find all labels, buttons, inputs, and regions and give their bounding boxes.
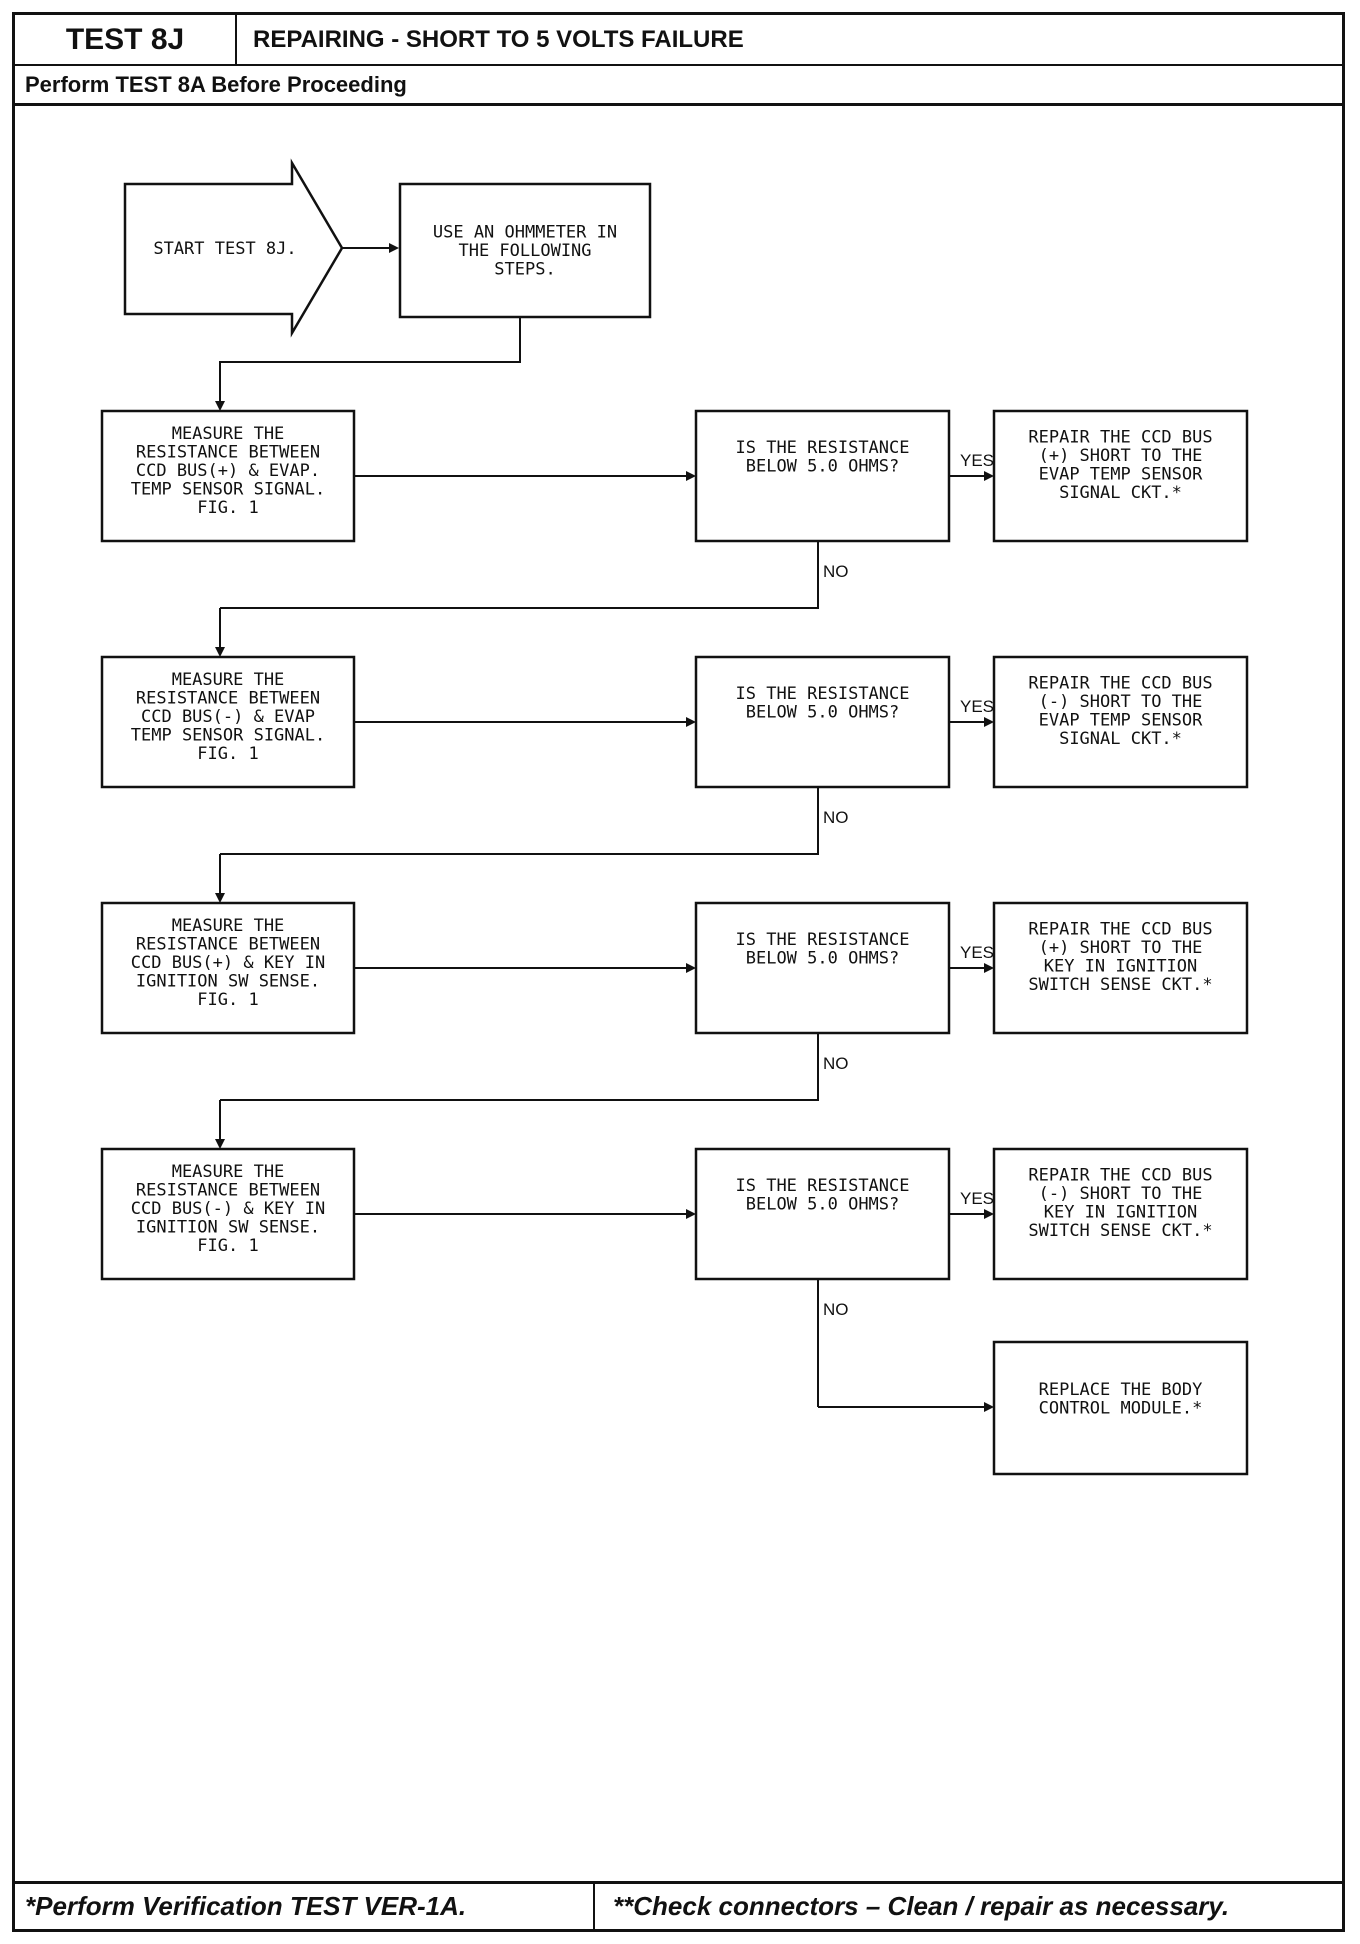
measure-label-line: MEASURE THE: [172, 424, 285, 444]
yes-label: YES: [960, 1189, 994, 1208]
repair-label-line: SWITCH SENSE CKT.*: [1028, 1221, 1212, 1241]
yes-label: YES: [960, 697, 994, 716]
repair-box: [992, 901, 1249, 1035]
no-label: NO: [823, 1300, 849, 1319]
no-connector-arrow-head: [984, 1402, 994, 1412]
repair-label-line: REPAIR THE CCD BUS: [1028, 1165, 1212, 1185]
measure-to-question-arrow-head: [686, 963, 696, 973]
measure-label-line: MEASURE THE: [172, 1162, 285, 1182]
yes-arrow-head: [984, 963, 994, 973]
decision-label-line: BELOW 5.0 OHMS?: [746, 1194, 900, 1214]
measure-label-line: CCD BUS(-) & KEY IN: [131, 1199, 325, 1219]
repair-label-line: KEY IN IGNITION: [1044, 1202, 1198, 1222]
start-label-line: START TEST 8J.: [153, 239, 296, 259]
measure-label-line: FIG. 1: [197, 744, 258, 764]
repair-label-line: SIGNAL CKT.*: [1059, 729, 1182, 749]
repair-label-line: SIGNAL CKT.*: [1059, 483, 1182, 503]
measure-label-line: RESISTANCE BETWEEN: [136, 1181, 320, 1201]
measure-to-question-arrow-head: [686, 1209, 696, 1219]
decision-box: [694, 901, 951, 1035]
no-connector-arrow-head: [215, 893, 225, 903]
repair-label-line: (-) SHORT TO THE: [1039, 1184, 1203, 1204]
measure-to-question-arrow-head: [686, 717, 696, 727]
measure-to-question-arrow-head: [686, 471, 696, 481]
measure-label-line: CCD BUS(+) & KEY IN: [131, 953, 325, 973]
repair-box: [992, 409, 1249, 543]
measure-label-line: CCD BUS(-) & EVAP: [141, 707, 315, 727]
decision-box: [694, 409, 951, 543]
no-connector: [220, 1033, 819, 1101]
test-id: TEST 8J: [15, 15, 237, 66]
measure-box: [100, 1147, 356, 1281]
measure-box: [100, 901, 356, 1035]
repair-label-line: REPAIR THE CCD BUS: [1028, 919, 1212, 939]
decision-label-line: BELOW 5.0 OHMS?: [746, 948, 900, 968]
connector-note: **Check connectors – Clean / repair as n…: [595, 1881, 1342, 1929]
measure-box: [100, 409, 356, 543]
decision-box: [694, 655, 951, 789]
start-connector-head: [389, 243, 399, 253]
no-label: NO: [823, 1054, 849, 1073]
no-connector-arrow-head: [215, 1139, 225, 1149]
measure-label-line: RESISTANCE BETWEEN: [136, 443, 320, 463]
repair-label-line: (+) SHORT TO THE: [1039, 446, 1203, 466]
intro-label-line: THE FOLLOWING: [458, 241, 591, 261]
final-action-label-line: CONTROL MODULE.*: [1039, 1398, 1203, 1418]
yes-arrow-head: [984, 471, 994, 481]
intro-box: [398, 182, 652, 319]
decision-label-line: IS THE RESISTANCE: [736, 684, 910, 704]
final-action-label-line: REPLACE THE BODY: [1039, 1380, 1203, 1400]
repair-label-line: KEY IN IGNITION: [1044, 956, 1198, 976]
decision-label-line: BELOW 5.0 OHMS?: [746, 702, 900, 722]
measure-label-line: MEASURE THE: [172, 670, 285, 690]
repair-label-line: REPAIR THE CCD BUS: [1028, 427, 1212, 447]
no-label: NO: [823, 562, 849, 581]
verification-note: *Perform Verification TEST VER-1A.: [15, 1881, 595, 1929]
no-connector: [220, 541, 819, 609]
yes-label: YES: [960, 451, 994, 470]
start-arrow-shape: [123, 158, 344, 338]
page-title: REPAIRING - SHORT TO 5 VOLTS FAILURE: [237, 15, 1342, 66]
intro-connector-arrow-head: [215, 401, 225, 411]
prerequisite-note: Perform TEST 8A Before Proceeding: [15, 66, 1342, 106]
intro-label-line: STEPS.: [494, 260, 555, 280]
measure-box: [100, 655, 356, 789]
no-connector-arrow-head: [215, 647, 225, 657]
measure-label-line: CCD BUS(+) & EVAP.: [136, 461, 320, 481]
measure-label-line: TEMP SENSOR SIGNAL.: [131, 726, 325, 746]
decision-label-line: IS THE RESISTANCE: [736, 930, 910, 950]
measure-label-line: FIG. 1: [197, 498, 258, 518]
measure-label-line: IGNITION SW SENSE.: [136, 1218, 320, 1238]
repair-label-line: SWITCH SENSE CKT.*: [1028, 975, 1212, 995]
repair-label-line: REPAIR THE CCD BUS: [1028, 673, 1212, 693]
yes-arrow-head: [984, 717, 994, 727]
decision-label-line: IS THE RESISTANCE: [736, 1176, 910, 1196]
decision-label-line: BELOW 5.0 OHMS?: [746, 456, 900, 476]
decision-label-line: IS THE RESISTANCE: [736, 438, 910, 458]
measure-label-line: FIG. 1: [197, 990, 258, 1010]
repair-box: [992, 655, 1249, 789]
yes-arrow-head: [984, 1209, 994, 1219]
final-action-box: [992, 1340, 1249, 1476]
intro-label-line: USE AN OHMMETER IN: [433, 223, 617, 243]
measure-label-line: RESISTANCE BETWEEN: [136, 935, 320, 955]
measure-label-line: FIG. 1: [197, 1236, 258, 1256]
repair-box: [992, 1147, 1249, 1281]
no-label: NO: [823, 808, 849, 827]
no-connector: [220, 787, 819, 855]
measure-label-line: MEASURE THE: [172, 916, 285, 936]
measure-label-line: RESISTANCE BETWEEN: [136, 689, 320, 709]
yes-label: YES: [960, 943, 994, 962]
repair-label-line: EVAP TEMP SENSOR: [1039, 464, 1204, 484]
measure-label-line: TEMP SENSOR SIGNAL.: [131, 480, 325, 500]
repair-label-line: EVAP TEMP SENSOR: [1039, 710, 1204, 730]
repair-label-line: (-) SHORT TO THE: [1039, 692, 1203, 712]
intro-connector: [219, 317, 521, 400]
measure-label-line: IGNITION SW SENSE.: [136, 972, 320, 992]
repair-label-line: (+) SHORT TO THE: [1039, 938, 1203, 958]
